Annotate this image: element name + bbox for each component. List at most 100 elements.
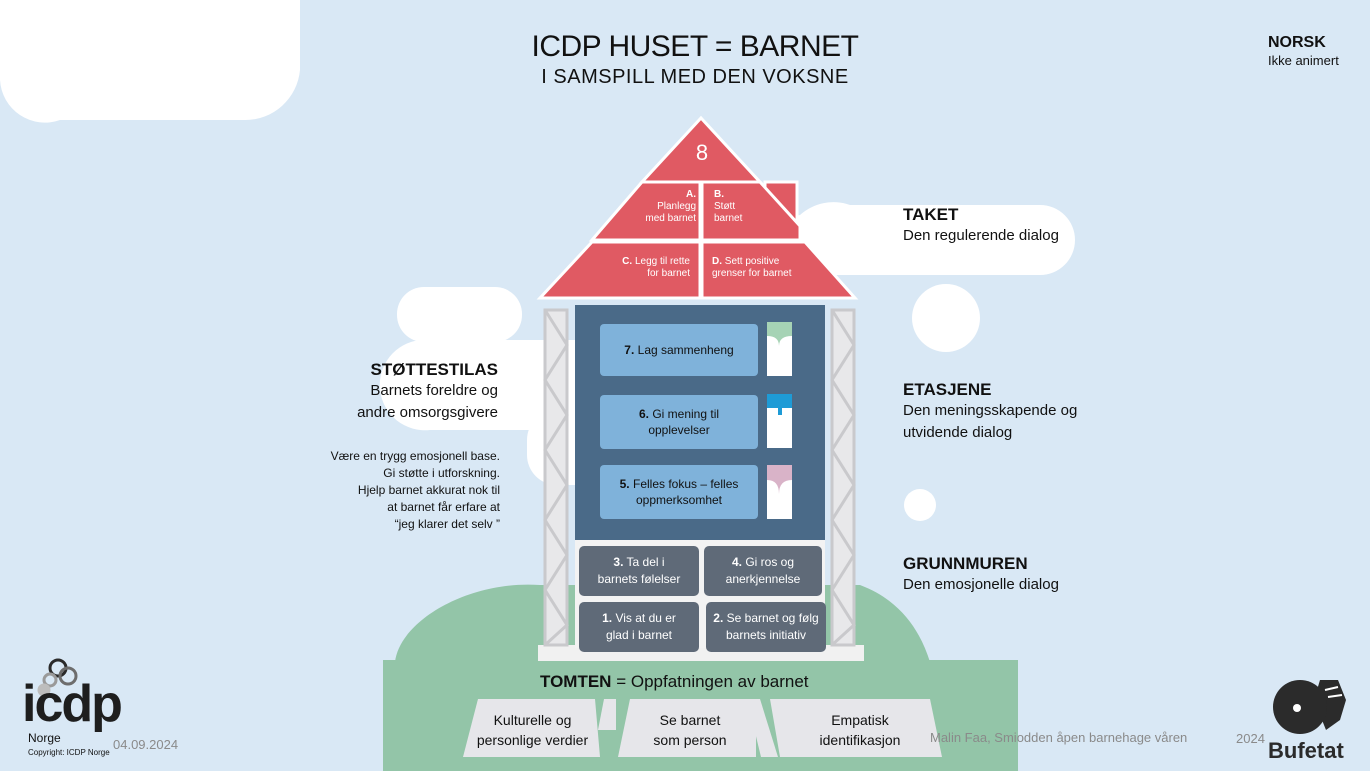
brick-2: 2. Se barnet og følg barnets initiativ bbox=[706, 602, 826, 652]
stone-2-line2: som person bbox=[653, 732, 727, 748]
roof-b-letter: B. bbox=[714, 189, 724, 200]
brick-4: 4. Gi ros og anerkjennelse bbox=[704, 546, 822, 596]
brick-1-num: 1. bbox=[602, 611, 613, 625]
roof-a-letter: A. bbox=[686, 189, 696, 200]
icdp-logo-word: icdp bbox=[22, 675, 123, 733]
brick-3-line2: barnets følelser bbox=[597, 572, 681, 586]
copyright: Copyright: ICDP Norge bbox=[28, 748, 110, 757]
room-6-line2: opplevelser bbox=[648, 423, 710, 437]
roof-a-line1: Planlegg bbox=[657, 201, 696, 212]
room-5-line1: Felles fokus – felles bbox=[632, 477, 739, 491]
bufetat-brand: Bufetat bbox=[1268, 738, 1344, 763]
bufetat-logo-mark bbox=[1273, 680, 1346, 734]
room-5: 5. Felles fokus – felles oppmerksomhet bbox=[600, 465, 758, 519]
scaffold-left bbox=[543, 308, 569, 647]
label-etasjene: ETASJENE Den meningsskapende og utvidend… bbox=[903, 380, 1077, 444]
roof-c: C. Legg til rette for barnet bbox=[600, 256, 690, 280]
taket-subtitle: Den regulerende dialog bbox=[903, 227, 1059, 244]
taket-heading: TAKET bbox=[903, 205, 959, 224]
brick-3: 3. Ta del i barnets følelser bbox=[579, 546, 699, 596]
roof-d: D. Sett positive grenser for barnet bbox=[712, 256, 822, 280]
room-7-text: Lag sammenheng bbox=[637, 343, 734, 357]
roof-number: 8 bbox=[695, 140, 709, 165]
tomten-rest: = Oppfatningen av barnet bbox=[611, 672, 809, 691]
brick-2-line1: Se barnet og følg bbox=[726, 611, 819, 625]
language-badge: NORSK Ikke animert bbox=[1268, 34, 1339, 70]
stottestilas-line: Være en trygg emosjonell base. bbox=[330, 449, 500, 463]
label-taket: TAKET Den regulerende dialog bbox=[903, 205, 1059, 247]
stottestilas-body: Være en trygg emosjonell base. Gi støtte… bbox=[270, 448, 500, 533]
grunnmuren-heading: GRUNNMUREN bbox=[903, 554, 1028, 573]
stottestilas-line: at barnet får erfare at bbox=[387, 500, 500, 514]
stottestilas-line: “jeg klarer det selv ” bbox=[394, 517, 500, 531]
roof-a-line2: med barnet bbox=[645, 213, 696, 224]
stone-1: Kulturelle og personlige verdier bbox=[470, 710, 595, 750]
stone-2-line1: Se barnet bbox=[659, 712, 721, 728]
title-main: ICDP HUSET = BARNET bbox=[531, 30, 859, 63]
slide-title: ICDP HUSET = BARNET I SAMSPILL MED DEN V… bbox=[460, 30, 930, 89]
room-7-num: 7. bbox=[624, 343, 635, 357]
cloud-right-big bbox=[774, 202, 1075, 276]
etasjene-heading: ETASJENE bbox=[903, 380, 992, 399]
roof-d-line2: grenser for barnet bbox=[712, 268, 792, 279]
room-7: 7. Lag sammenheng bbox=[600, 324, 758, 376]
stone-1-line2: personlige verdier bbox=[476, 732, 589, 748]
tomten-label: TOMTEN = Oppfatningen av barnet bbox=[540, 672, 809, 692]
roof-b-line2: barnet bbox=[714, 213, 743, 224]
stottestilas-subtitle-1: Barnets foreldre og bbox=[370, 382, 498, 399]
roof-c-line1: Legg til rette bbox=[634, 256, 690, 267]
scaffold-right bbox=[830, 308, 856, 647]
animation-note: Ikke animert bbox=[1268, 53, 1339, 68]
brick-3-num: 3. bbox=[613, 555, 624, 569]
roof-c-letter: C. bbox=[622, 256, 633, 267]
stone-2: Se barnet som person bbox=[630, 710, 750, 750]
brick-4-line2: anerkjennelse bbox=[725, 572, 801, 586]
room-5-num: 5. bbox=[619, 477, 630, 491]
tomten-heading: TOMTEN bbox=[540, 672, 612, 691]
grunnmuren-subtitle: Den emosjonelle dialog bbox=[903, 576, 1059, 593]
room-6-num: 6. bbox=[638, 407, 649, 421]
brick-2-line2: barnets initiativ bbox=[725, 628, 807, 642]
brick-1: 1. Vis at du er glad i barnet bbox=[579, 602, 699, 652]
footer-year: 2024 bbox=[1236, 731, 1265, 746]
label-grunnmuren: GRUNNMUREN Den emosjonelle dialog bbox=[903, 554, 1059, 596]
roof-d-letter: D. bbox=[712, 256, 722, 267]
etasjene-subtitle-2: utvidende dialog bbox=[903, 424, 1013, 441]
cloud-left bbox=[397, 287, 522, 342]
brick-2-num: 2. bbox=[713, 611, 724, 625]
stottestilas-line: Hjelp barnet akkurat nok til bbox=[357, 483, 500, 497]
etasjene-subtitle-1: Den meningsskapende og bbox=[903, 402, 1078, 419]
stottestilas-subtitle-2: andre omsorgsgivere bbox=[357, 404, 498, 421]
icdp-logo-circles bbox=[37, 658, 78, 697]
label-stottestilas: STØTTESTILAS Barnets foreldre og andre o… bbox=[300, 360, 498, 424]
stone-3: Empatisk identifikasjon bbox=[790, 710, 930, 750]
roof-a: A. Planlegg med barnet bbox=[628, 189, 696, 225]
language-label: NORSK bbox=[1268, 34, 1326, 51]
roof-d-line1: Sett positive bbox=[724, 256, 780, 267]
brick-1-line2: glad i barnet bbox=[605, 628, 673, 642]
roof-b-line1: Støtt bbox=[714, 201, 736, 212]
stone-3-line1: Empatisk bbox=[831, 712, 889, 728]
room-6-line1: Gi mening til bbox=[652, 407, 720, 421]
cloud-circle-large bbox=[912, 284, 980, 352]
brick-3-line1: Ta del i bbox=[626, 555, 665, 569]
stone-1-line1: Kulturelle og bbox=[493, 712, 572, 728]
brick-1-line1: Vis at du er bbox=[615, 611, 676, 625]
footer-date: 04.09.2024 bbox=[113, 737, 179, 752]
title-sub: I SAMSPILL MED DEN VOKSNE bbox=[541, 66, 849, 88]
tomten-stones bbox=[463, 699, 942, 757]
cloud-top-left bbox=[0, 0, 300, 123]
room-5-line2: oppmerksomhet bbox=[635, 493, 723, 507]
roof-b: B. Støtt barnet bbox=[714, 189, 774, 225]
brick-4-num: 4. bbox=[731, 555, 742, 569]
roof-c-line2: for barnet bbox=[647, 268, 690, 279]
footer-author: Malin Faa, Smiodden åpen barnehage våren bbox=[930, 730, 1188, 745]
cloud-circle-small bbox=[904, 489, 936, 521]
icdp-logo-country: Norge bbox=[28, 731, 61, 745]
roof bbox=[536, 115, 859, 300]
stone-3-line2: identifikasjon bbox=[819, 732, 901, 748]
stottestilas-line: Gi støtte i utforskning. bbox=[383, 466, 500, 480]
room-6: 6. Gi mening til opplevelser bbox=[600, 395, 758, 449]
